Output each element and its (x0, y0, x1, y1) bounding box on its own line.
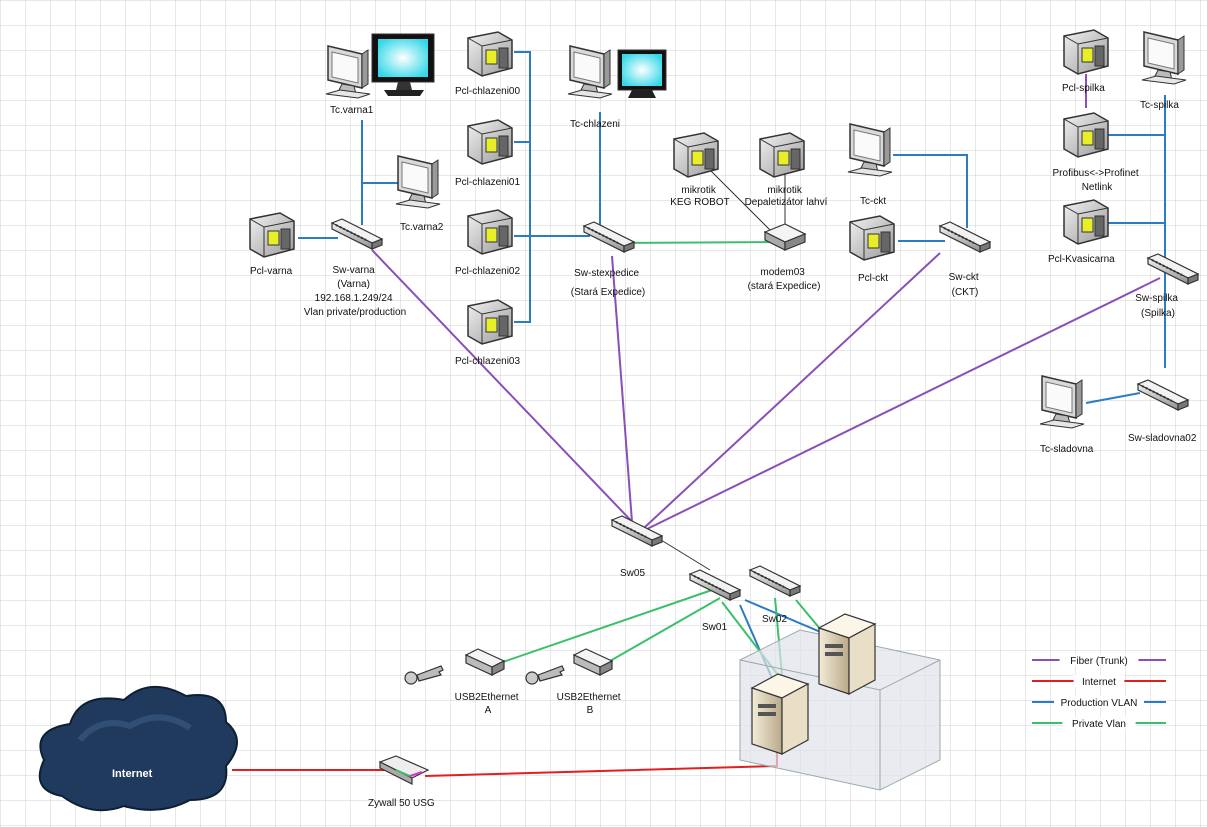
label-tc-chlazeni: Tc-chlazeni (570, 119, 620, 130)
label-pcl-chlazeni02: Pcl-chlazeni02 (455, 266, 520, 277)
label-tc-spilka: Tc-spilka (1140, 100, 1179, 111)
label-modem03: modem03 (stará Expedice) (748, 267, 821, 292)
label-tc-varna1: Tc.varna1 (330, 105, 374, 116)
label-pcl-chlazeni01: Pcl-chlazeni01 (455, 177, 520, 188)
label-pcl-chlazeni03: Pcl-chlazeni03 (455, 356, 520, 367)
label-sw-varna: Sw-varna (Varna) 192.168.1.249/24 Vlan p… (304, 265, 406, 318)
pcl-icon (849, 215, 895, 261)
pcl-icon (1063, 199, 1109, 245)
pcl-icon (467, 31, 513, 77)
label-tc-varna2: Tc.varna2 (400, 222, 444, 233)
label-sw05: Sw05 (620, 568, 645, 579)
zywall-icon (378, 755, 430, 785)
label-sw-sladovna02: Sw-sladovna02 (1128, 433, 1197, 444)
pcl-icon (1063, 29, 1109, 75)
legend-label-bg (1073, 675, 1125, 687)
label-pcl-chlazeni00: Pcl-chlazeni00 (455, 86, 520, 97)
legend-label: Internet (1082, 677, 1116, 688)
pcl-icon (467, 119, 513, 165)
label-sw-ckt: Sw-ckt (CKT) (949, 272, 982, 298)
server-icon (818, 613, 876, 695)
label-tc-sladovna: Tc-sladovna (1040, 444, 1094, 455)
label-mikrotik-keg: mikrotik KEG ROBOT (670, 185, 729, 208)
pcl-icon (467, 299, 513, 345)
label-internet: Internet (112, 768, 153, 780)
legend-label-bg (1062, 717, 1136, 729)
label-pcl-ckt: Pcl-ckt (858, 273, 888, 284)
labels: Tc.varna1 Tc.varna2 Pcl-varna Sw-varna (… (112, 83, 1197, 809)
legend-label-bg (1054, 696, 1144, 708)
label-sw-stexpedice: Sw-stexpedice (Stará Expedice) (571, 268, 645, 298)
pcl-icon (759, 132, 805, 178)
legend-label-bg (1059, 654, 1139, 666)
label-sw01: Sw01 (702, 622, 727, 633)
pcl-icon (467, 209, 513, 255)
label-sw02: Sw02 (762, 614, 787, 625)
pcl-icon (673, 132, 719, 178)
internet-cloud-icon (38, 685, 238, 812)
monitor-cyan-icon (617, 49, 667, 98)
label-tc-ckt: Tc-ckt (860, 196, 886, 207)
pcl-icon (1063, 112, 1109, 158)
legend-label: Production VLAN (1061, 698, 1138, 709)
label-zywall: Zywall 50 USG (368, 798, 435, 809)
server-icon (751, 673, 809, 755)
legend-label: Private Vlan (1072, 719, 1126, 730)
label-profibus: Profibus<->Profinet Netlink (1053, 168, 1142, 193)
label-sw-spilka: Sw-spilka (Spilka) (1135, 293, 1181, 319)
label-mikrotik-depal: mikrotik Depaletizátor lahví (745, 185, 828, 208)
label-pcl-varna: Pcl-varna (250, 266, 293, 277)
monitor-cyan-icon (371, 33, 435, 96)
legend-label: Fiber (Trunk) (1070, 656, 1127, 667)
label-usb-a: USB2Ethernet A (455, 692, 522, 716)
label-pcl-kvasicarna: Pcl-Kvasicarna (1048, 254, 1115, 265)
pcl-icon (249, 212, 295, 258)
label-pcl-spilka: Pcl-spilka (1062, 83, 1105, 94)
label-usb-b: USB2Ethernet B (557, 692, 624, 716)
